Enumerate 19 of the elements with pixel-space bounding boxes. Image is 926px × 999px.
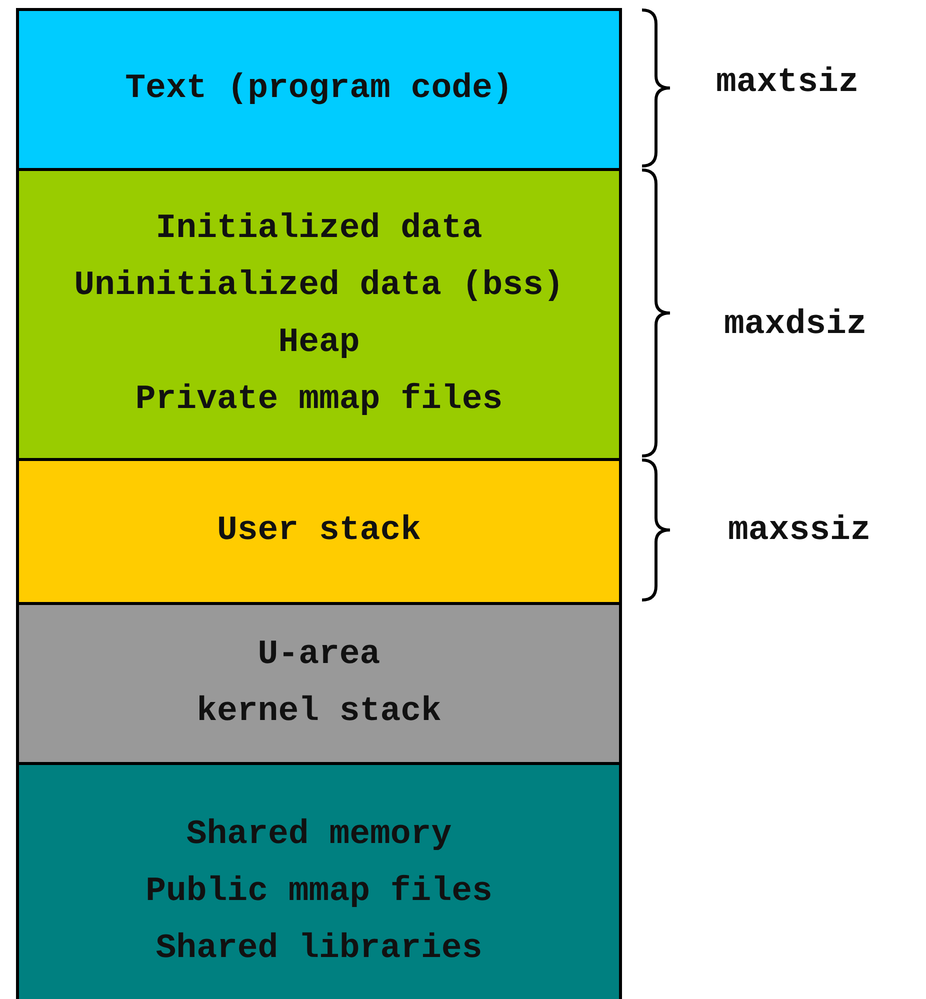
size-limit-label: maxssiz [728, 512, 871, 550]
segment-label: User stack [216, 511, 422, 552]
segment-label: Public mmap files [146, 872, 492, 912]
memory-segment [16, 602, 622, 765]
segment-label: Shared libraries [156, 928, 482, 970]
segment-label: kernel stack [196, 692, 442, 732]
segment-label: Text (program code) [125, 69, 513, 110]
memory-segment [16, 168, 622, 461]
size-limit-label: maxdsiz [724, 306, 867, 344]
segment-label: Uninitialized data (bss) [74, 266, 564, 306]
segment-label: Heap [278, 322, 360, 364]
segment-label: Private mmap files [135, 380, 503, 420]
memory-segment [16, 458, 622, 605]
memory-segment [16, 762, 622, 999]
segment-label: Shared memory [186, 814, 452, 856]
size-limit-label: maxtsiz [716, 64, 859, 102]
segment-label: U-area [258, 634, 380, 676]
memory-segment [16, 8, 622, 171]
segment-label: Initialized data [156, 208, 482, 250]
